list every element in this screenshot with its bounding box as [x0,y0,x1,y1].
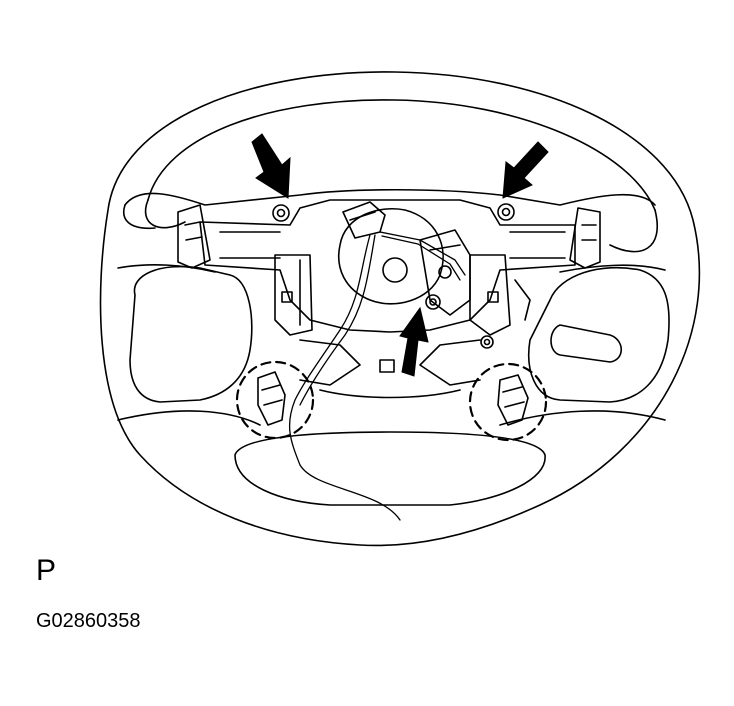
left-clip [257,371,286,426]
wire-harness [288,231,466,521]
arrow-left [251,133,291,199]
bolt-right [497,203,515,221]
arrow-center [399,306,429,377]
wheel-rim [99,71,701,547]
bottom-opening [234,431,546,506]
right-bracket [469,254,531,336]
dashed-callout-left [235,360,315,440]
bolt-lower-right [480,335,494,349]
arrow-right [502,141,549,199]
bolt-left [272,204,290,222]
left-bracket [274,254,313,336]
right-mechanism [419,229,471,316]
dashed-callout-right [468,362,548,442]
figure-code: G02860358 [36,610,141,632]
connector [342,201,386,239]
center-hub [338,208,444,305]
right-switch-housing [569,207,601,269]
hub-frame [199,199,576,333]
lower-v-spokes [299,339,481,399]
right-clip [497,374,529,426]
bolt-center [425,294,441,310]
lower-spoke-lines [117,264,666,426]
upper-spokes [123,188,656,230]
right-spoke-opening [528,266,670,403]
left-spoke-opening [129,265,253,403]
view-label: P [36,554,57,587]
left-switch-housing [177,204,211,269]
